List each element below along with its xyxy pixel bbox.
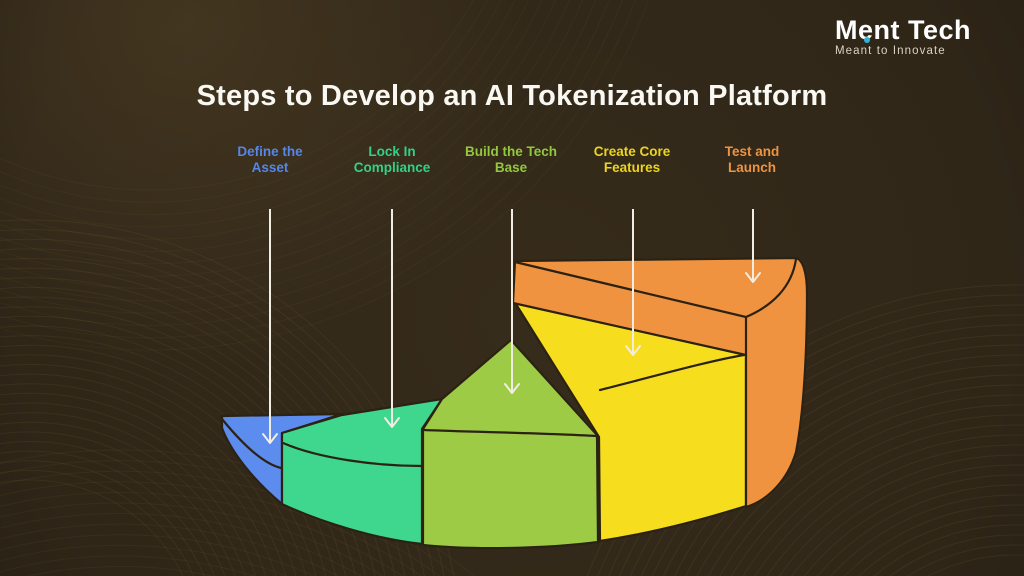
logo-tagline: Meant to Innovate <box>835 45 946 57</box>
step-arrow-1 <box>262 209 278 444</box>
page-title: Steps to Develop an AI Tokenization Plat… <box>196 80 828 112</box>
logo-wordmark: Ment Tech <box>835 15 972 45</box>
step-arrow-2 <box>384 209 400 428</box>
brand-logo: Ment Tech Meant to Innovate <box>835 16 1000 57</box>
step-arrows <box>262 209 761 444</box>
step-arrow-3 <box>504 209 520 394</box>
step-label-1: Define the Asset <box>237 144 303 175</box>
step-label-4: Create Core Features <box>593 144 671 175</box>
step-label-3: Build the Tech Base <box>464 144 557 175</box>
step-arrow-5 <box>745 209 761 283</box>
step-label-2: Lock In Compliance <box>353 144 431 175</box>
pie-slice-5 <box>511 256 809 509</box>
spiral-pie-3d <box>220 256 809 550</box>
step-arrow-4 <box>625 209 641 356</box>
logo-dot-icon <box>864 37 870 43</box>
pie-slice-4 <box>512 299 748 543</box>
pie-slice-3 <box>421 338 600 550</box>
step-label-5: Test and Launch <box>724 144 780 175</box>
